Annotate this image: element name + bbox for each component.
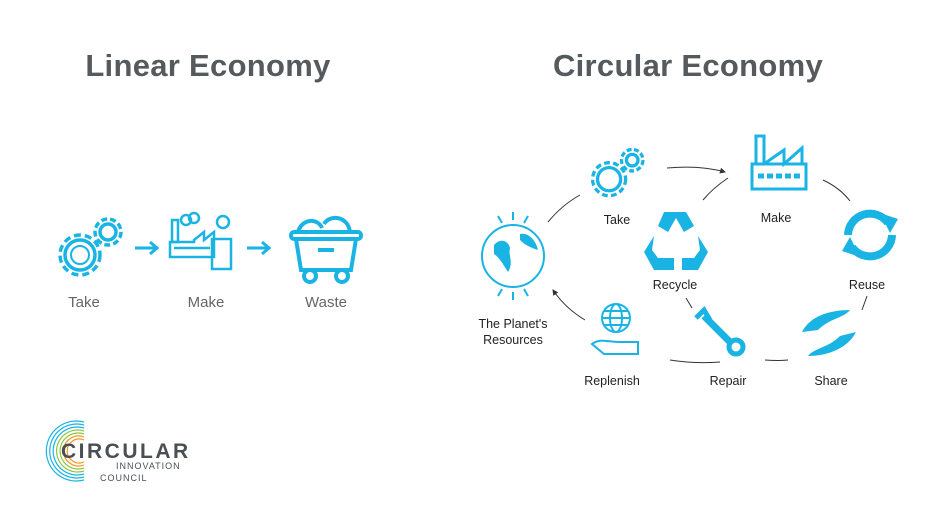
planet-label-line2: Resources (483, 333, 543, 347)
make-factory-icon (750, 134, 808, 191)
linear-economy-title: Linear Economy (85, 48, 331, 83)
arrow-right-icon (135, 240, 160, 256)
planet-label-line1: The Planet's (478, 317, 548, 331)
planet-resources-label: The Planet's Resources (478, 316, 547, 348)
logo-innovation-text: INNOVATION (116, 461, 181, 471)
replenish-label: Replenish (584, 374, 640, 388)
logo-circular-text: CIRCULAR (61, 440, 191, 463)
recycle-icon (644, 212, 708, 270)
factory-icon (168, 211, 233, 271)
circular-logo-mark (45, 420, 85, 482)
gear-icon (58, 217, 123, 277)
linear-take-label: Take (68, 294, 100, 311)
reuse-icon (842, 209, 898, 261)
share-hands-icon (802, 310, 856, 356)
repair-wrench-icon (694, 305, 746, 357)
recycle-label: Recycle (652, 278, 698, 292)
repair-label: Repair (709, 374, 747, 388)
take-label: Take (603, 213, 631, 227)
arrow-right-icon (247, 240, 272, 256)
share-label: Share (814, 374, 848, 388)
planet-globe-icon (481, 212, 545, 300)
circular-economy-title: Circular Economy (552, 48, 824, 83)
reuse-label: Reuse (848, 278, 886, 292)
make-label: Make (760, 211, 792, 225)
linear-waste-label: Waste (305, 294, 347, 311)
logo-council-text: COUNCIL (100, 473, 148, 483)
replenish-hand-globe-icon (590, 303, 639, 355)
take-gear-icon (590, 147, 645, 198)
linear-make-label: Make (187, 294, 225, 311)
dumpster-icon (289, 215, 363, 284)
